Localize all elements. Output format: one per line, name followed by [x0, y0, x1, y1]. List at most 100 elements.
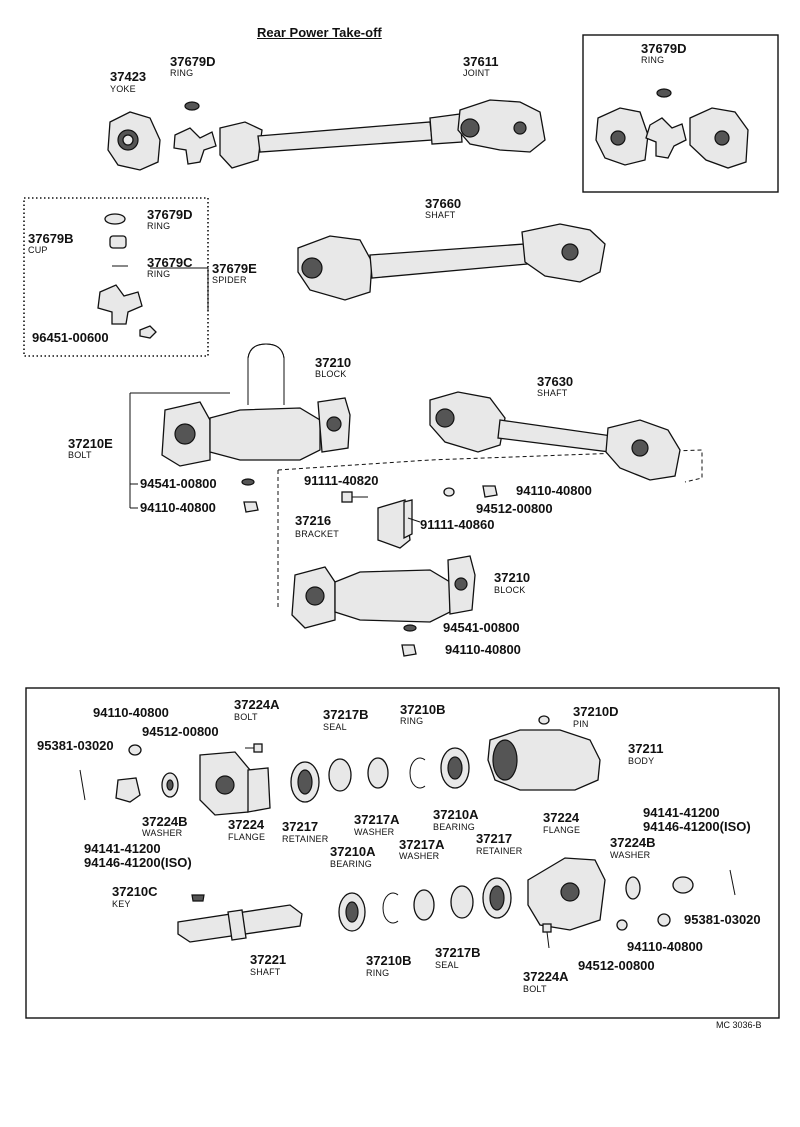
part-number: 37217A: [399, 837, 445, 852]
part-number: 37611: [463, 54, 499, 69]
diagram-code: MC 3036-B: [716, 1020, 762, 1030]
spider-37679: [173, 127, 217, 165]
part-number: 37423: [110, 69, 147, 84]
spider-kit-frame: [23, 197, 209, 357]
part-name: PIN: [573, 719, 589, 729]
part-number: 37224B: [142, 814, 188, 829]
part-name: FLANGE: [228, 832, 266, 842]
part-number: 37679C: [147, 255, 193, 270]
part-number: 94141-41200: [643, 805, 720, 820]
block-37210-b: [291, 555, 476, 629]
inset-yoke: [595, 107, 649, 166]
part-name: RING: [170, 68, 194, 78]
bolt-91111-40820: [341, 491, 368, 503]
part-number: 94512-00800: [142, 724, 219, 739]
seal-37217b-a: [328, 758, 352, 792]
body-37211: [487, 729, 601, 791]
part-number-iso: 94146-41200(ISO): [84, 855, 192, 870]
part-number: 94110-40800: [93, 705, 169, 720]
part-number: 37210C: [112, 884, 158, 899]
part-number: 94541-00800: [443, 620, 520, 635]
washer-94512-a: [443, 487, 455, 497]
spider-37679e: [97, 284, 143, 325]
key-37210c: [191, 894, 205, 902]
part-number: 37210: [315, 355, 352, 370]
part-name: BOLT: [234, 712, 258, 722]
washer-37224b-b: [625, 876, 641, 900]
part-number: 37210D: [573, 704, 619, 719]
cup-37679b: [109, 235, 127, 249]
part-name: SEAL: [435, 960, 459, 970]
diagram-title: Rear Power Take-off: [257, 25, 382, 40]
part-number: 91111-40820: [304, 473, 379, 488]
part-name: SHAFT: [537, 388, 568, 398]
flange-37224-a: [199, 751, 271, 816]
part-name: RETAINER: [476, 846, 523, 856]
part-number: 37217B: [323, 707, 369, 722]
fitting-96451: [139, 325, 157, 339]
ring-37210b-b: [382, 892, 399, 924]
part-name: CUP: [28, 245, 48, 255]
inset-yoke-2: [689, 107, 749, 169]
washer-37217a-b: [413, 889, 435, 921]
part-name: FLANGE: [543, 825, 581, 835]
part-number: 37679D: [170, 54, 216, 69]
part-name: SHAFT: [250, 967, 281, 977]
ring-37679d-kit: [104, 213, 126, 225]
part-number: 94110-40800: [445, 642, 521, 657]
bolt-91111-40860: [407, 517, 421, 523]
block-37210: [161, 397, 351, 467]
part-number: 95381-03020: [684, 912, 761, 927]
inset-spider: [645, 117, 687, 159]
part-number: 37630: [537, 374, 574, 389]
yoke-37423: [107, 111, 161, 171]
part-name: KEY: [112, 899, 131, 909]
cotter-95381-b: [729, 869, 736, 896]
part-name: BOLT: [68, 450, 92, 460]
part-name: BOLT: [523, 984, 547, 994]
part-number: 37210A: [433, 807, 479, 822]
washer-94512-c: [616, 919, 628, 931]
part-number: 37210: [494, 570, 531, 585]
part-number: 94110-40800: [516, 483, 592, 498]
part-number: 37221: [250, 952, 287, 967]
part-name: BEARING: [330, 859, 372, 869]
nut-94110-e: [657, 913, 671, 927]
part-number: 37224B: [610, 835, 656, 850]
washer-94110-d: [128, 744, 142, 756]
shaft-tube-top: [219, 113, 463, 169]
part-name: BODY: [628, 756, 655, 766]
part-name: RING: [366, 968, 390, 978]
part-name: BLOCK: [315, 369, 347, 379]
part-name: BRACKET: [295, 529, 339, 539]
seal-37217b-b: [450, 885, 474, 919]
part-number: 91111-40860: [420, 517, 495, 532]
bolt-37224a-b: [542, 923, 552, 949]
part-number: 96451-00600: [32, 330, 109, 345]
part-number: 37679B: [28, 231, 74, 246]
part-number: 94512-00800: [578, 958, 655, 973]
part-name: RING: [641, 55, 665, 65]
part-number: 37679E: [212, 261, 257, 276]
shaft-37660: [297, 223, 606, 301]
part-name: JOINT: [463, 68, 490, 78]
part-number: 37210A: [330, 844, 376, 859]
part-name: WASHER: [354, 827, 395, 837]
flange-37224-b: [527, 857, 606, 931]
nut-94110-b: [482, 485, 498, 498]
nut-94110-c: [401, 644, 417, 657]
part-number: 94110-40800: [627, 939, 703, 954]
part-number: 37224: [543, 810, 580, 825]
washer-94541-a: [241, 478, 255, 486]
part-number: 37216: [295, 513, 332, 528]
part-number: 94541-00800: [140, 476, 217, 491]
pin-37210d: [538, 715, 550, 725]
part-name: RETAINER: [282, 834, 329, 844]
part-name: SEAL: [323, 722, 347, 732]
washer-37217a-a: [367, 757, 389, 789]
bolt-37224a-a: [245, 743, 263, 753]
part-number: 37224A: [234, 697, 280, 712]
part-number: 37217A: [354, 812, 400, 827]
u-bolt-37210: [247, 343, 285, 405]
